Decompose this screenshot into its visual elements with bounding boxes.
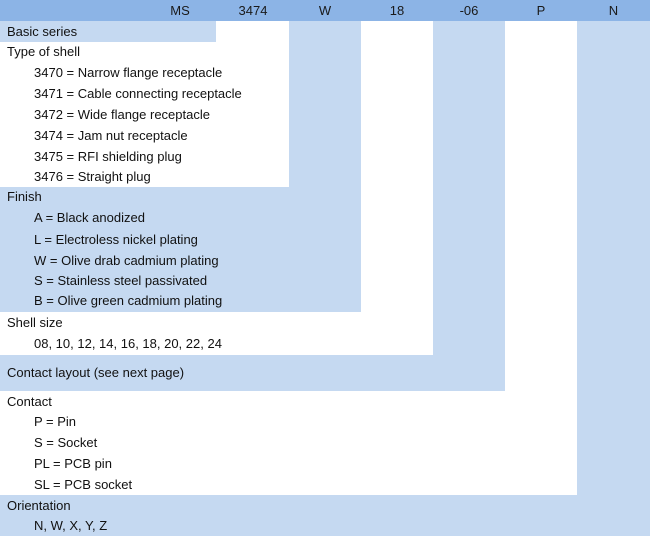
orientation-band <box>0 495 650 536</box>
shell-type-item: 3472 = Wide flange receptacle <box>34 107 210 122</box>
contact-layout-band <box>0 355 505 391</box>
shell-type-item: 3470 = Narrow flange receptacle <box>34 65 223 80</box>
section-basic-series: Basic series <box>7 24 78 39</box>
contact-item: PL = PCB pin <box>34 456 112 471</box>
section-shell-size: Shell size <box>7 315 63 330</box>
contact-item: P = Pin <box>34 414 77 429</box>
part-number-header <box>0 0 650 21</box>
section-finish: Finish <box>7 189 42 204</box>
header-code-contact: P <box>536 3 546 18</box>
orientation-column-fill <box>577 21 650 536</box>
section-type-of-shell: Type of shell <box>7 44 80 59</box>
section-contact: Contact <box>7 394 52 409</box>
finish-item: L = Electroless nickel plating <box>34 232 198 247</box>
section-contact-layout: Contact layout (see next page) <box>7 365 185 380</box>
orientation-item: N, W, X, Y, Z <box>34 518 108 533</box>
finish-band <box>0 187 361 312</box>
contact-item: S = Socket <box>34 435 98 450</box>
contact-layout-column-fill <box>433 21 505 391</box>
shell-type-item: 3471 = Cable connecting receptacle <box>34 86 242 101</box>
header-code-prefix: MS <box>170 3 190 18</box>
header-code-contact-layout: -06 <box>459 3 479 18</box>
finish-item: A = Black anodized <box>34 210 145 225</box>
shell-type-item: 3476 = Straight plug <box>34 169 151 184</box>
shell-type-item: 3474 = Jam nut receptacle <box>34 128 188 143</box>
contact-item: SL = PCB socket <box>34 477 133 492</box>
section-orientation: Orientation <box>7 498 71 513</box>
finish-item: W = Olive drab cadmium plating <box>34 253 219 268</box>
header-code-orientation: N <box>608 3 619 18</box>
basic-series-band <box>0 21 216 42</box>
finish-item: S = Stainless steel passivated <box>34 273 208 288</box>
header-code-finish: W <box>318 3 332 18</box>
shell-type-item: 3475 = RFI shielding plug <box>34 149 182 164</box>
shell-size-item: 08, 10, 12, 14, 16, 18, 20, 22, 24 <box>34 336 222 351</box>
finish-item: B = Olive green cadmium plating <box>34 293 223 308</box>
header-code-basic-series: 3474 <box>238 3 268 18</box>
header-code-shell-size: 18 <box>389 3 405 18</box>
